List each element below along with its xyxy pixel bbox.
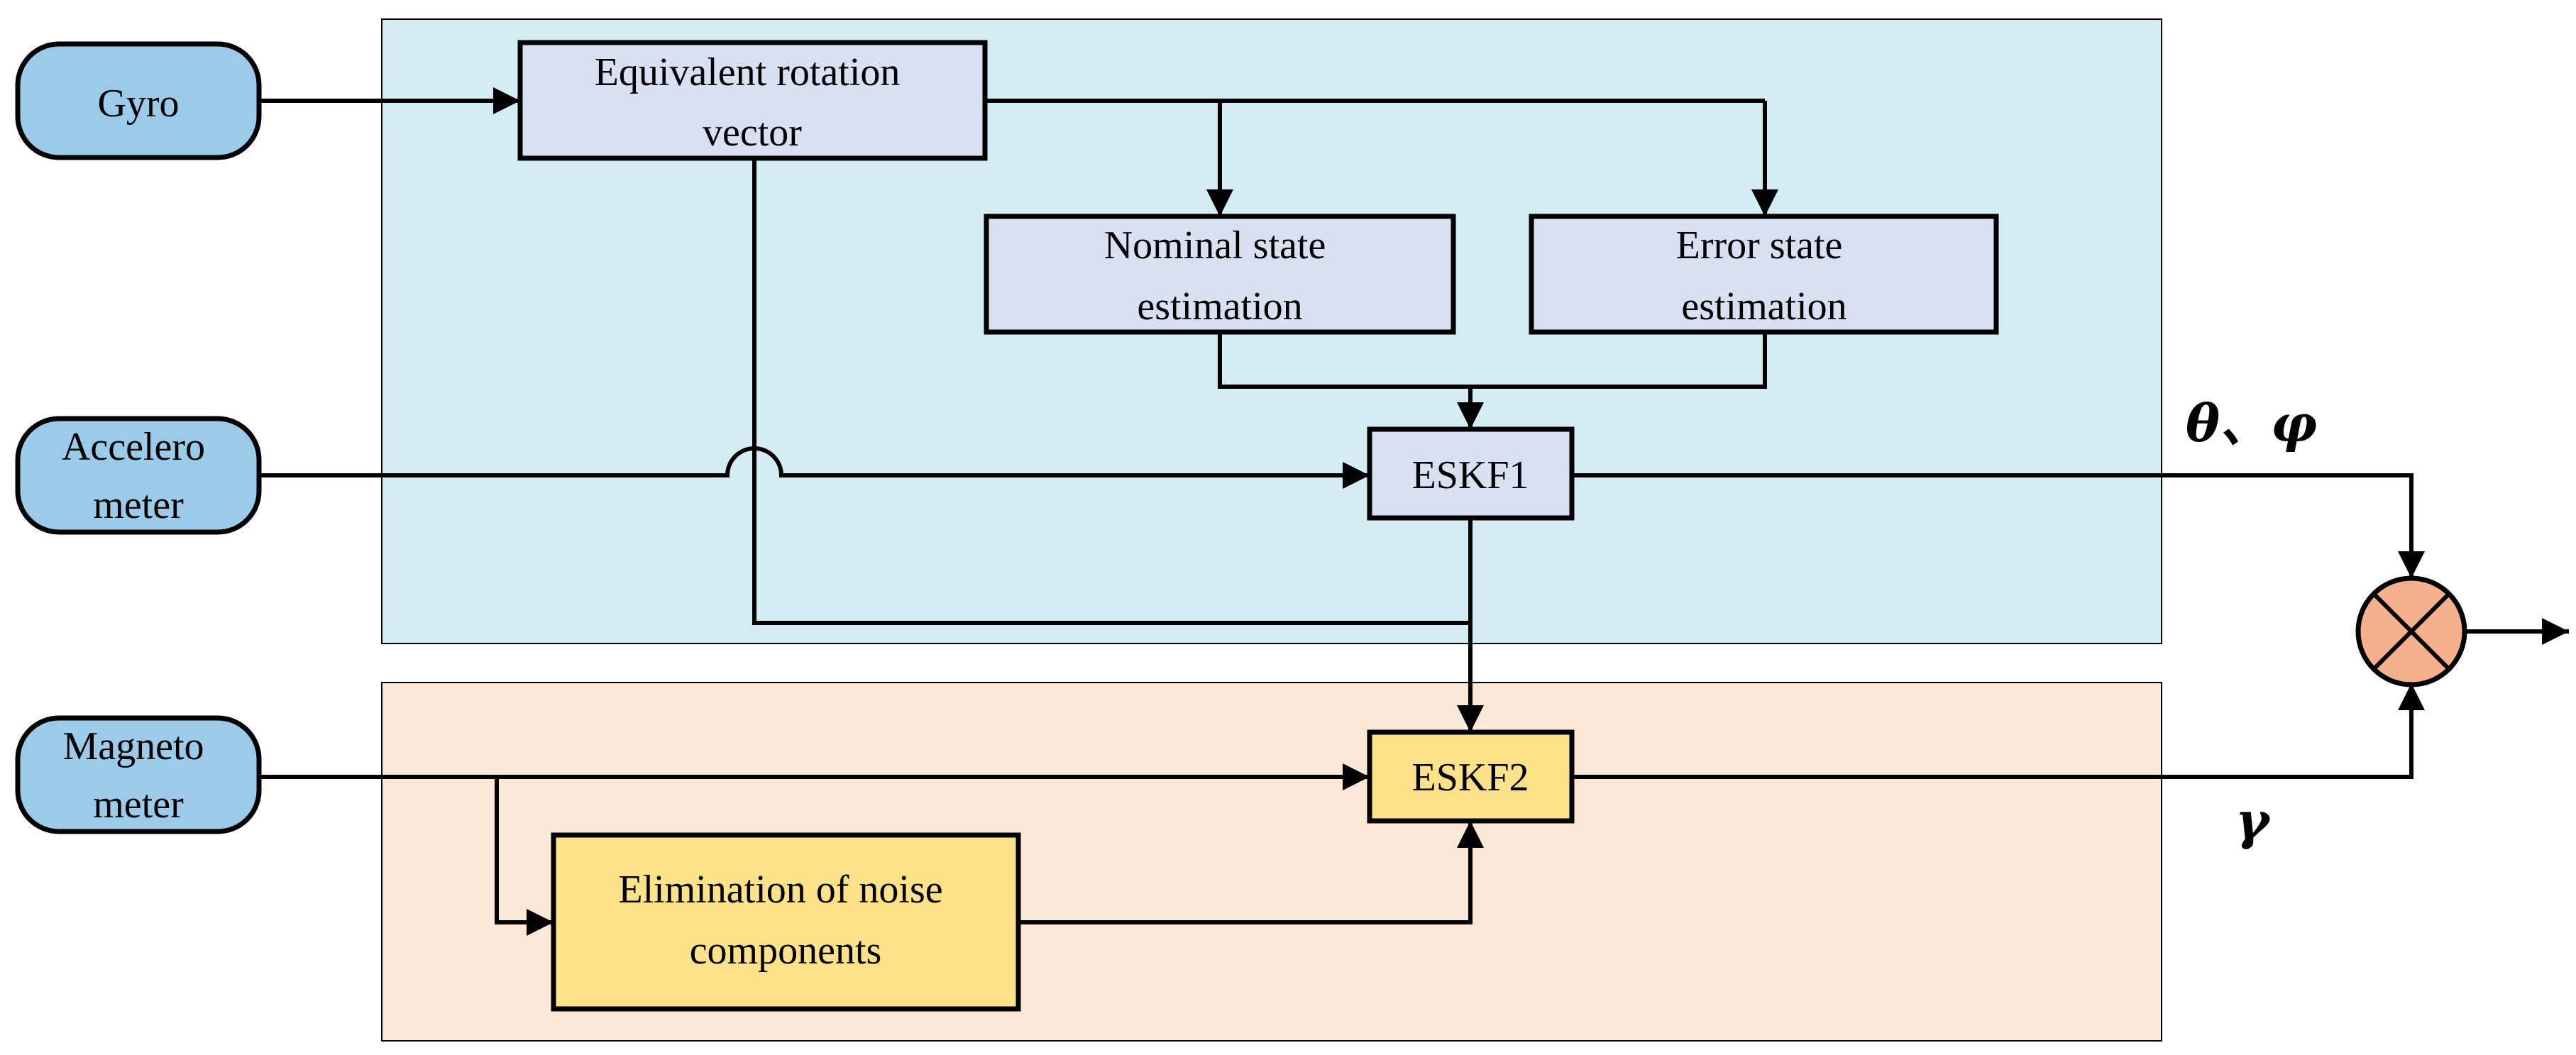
nominal-state-block: Nominal state estimation (984, 214, 1456, 335)
error-state-block: Error state estimation (1529, 214, 1999, 335)
noise-elimination-block: Elimination of noise components (551, 832, 1021, 1012)
error-state-label: Error state estimation (1676, 223, 1853, 328)
eskf1-block: ESKF1 (1367, 426, 1575, 521)
eskf2-output-arrow (1572, 683, 2425, 779)
gamma-output-label: γ (2235, 790, 2272, 851)
magnetometer-label: Magneto meter (62, 724, 214, 827)
accelerometer-sensor: Accelero meter (15, 416, 262, 535)
eskf1-output-arrow (1572, 473, 2425, 578)
gyro-sensor: Gyro (15, 41, 262, 160)
gyro-label: Gyro (97, 82, 179, 126)
rotation-vector-block: Equivalent rotation vector (517, 40, 988, 161)
eskf2-block: ESKF2 (1367, 729, 1575, 824)
magnetometer-to-noise-arrow (495, 777, 554, 936)
rotation-vector-label: Equivalent rotation vector (595, 50, 910, 155)
theta-phi-output-label: θ、φ (2186, 393, 2317, 453)
eskf1-label: ESKF1 (1412, 453, 1529, 497)
signal-wires (259, 87, 2569, 936)
accelerometer-label: Accelero meter (62, 425, 215, 527)
rotation-bypass-line (752, 158, 1470, 625)
eskf2-label: ESKF2 (1412, 756, 1529, 800)
estimation-merge-line (1218, 332, 1767, 389)
noise-elimination-label: Elimination of noise components (618, 868, 952, 973)
magnetometer-sensor: Magneto meter (15, 715, 262, 834)
noise-to-eskf2-arrow (1018, 821, 1484, 924)
nominal-state-label: Nominal state estimation (1104, 223, 1336, 328)
multiply-circle-icon (2355, 575, 2467, 687)
